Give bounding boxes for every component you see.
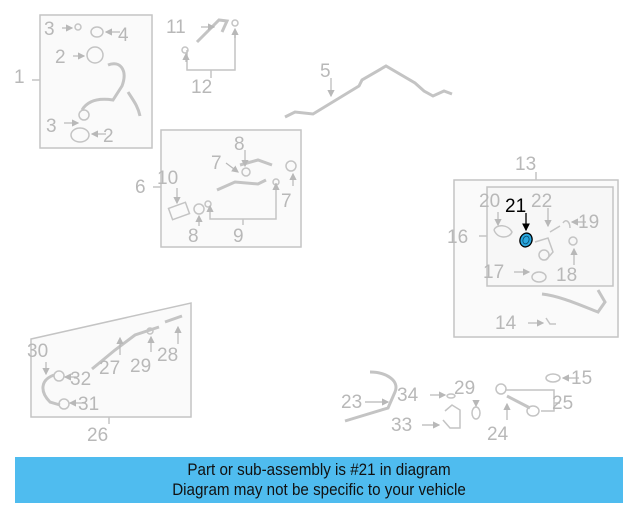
callout-20: 20 [479, 191, 501, 212]
callout-33: 33 [391, 415, 413, 436]
callout-17: 17 [483, 262, 505, 283]
callout-8: 8 [234, 134, 245, 155]
callout-3: 3 [46, 116, 57, 137]
callout-14: 14 [495, 313, 517, 334]
callout-22: 22 [531, 191, 553, 212]
info-banner: Part or sub-assembly is #21 in diagram D… [15, 457, 623, 503]
assembly-box-6 [160, 129, 302, 248]
callout-19: 19 [578, 212, 600, 233]
callout-2: 2 [103, 126, 114, 147]
banner-line-disclaimer: Diagram may not be specific to your vehi… [172, 481, 466, 499]
callout-34: 34 [397, 385, 419, 406]
callout-23: 23 [341, 392, 363, 413]
callout-11: 11 [166, 17, 186, 38]
callout-18: 18 [556, 265, 578, 286]
callout-28: 28 [157, 345, 179, 366]
callout-5: 5 [320, 61, 331, 82]
callout-2: 2 [55, 47, 66, 68]
callout-10: 10 [157, 168, 179, 189]
callout-12: 12 [191, 77, 213, 98]
callout-29: 29 [130, 356, 152, 377]
part-14-hose [541, 289, 607, 314]
callout-3: 3 [44, 19, 55, 40]
callout-27: 27 [99, 358, 121, 379]
callout-13: 13 [515, 154, 537, 175]
callout-8: 8 [188, 226, 199, 247]
callout-16: 16 [447, 227, 469, 248]
assembly-box-26 [30, 302, 192, 418]
callout-26: 26 [87, 425, 109, 446]
callout-9: 9 [233, 226, 244, 247]
callout-1: 1 [14, 67, 25, 88]
callout-25: 25 [552, 393, 574, 414]
callout-6: 6 [135, 177, 146, 198]
callout-31: 31 [78, 394, 100, 415]
callout-7: 7 [211, 153, 222, 174]
callout-30: 30 [27, 341, 49, 362]
callout-15: 15 [571, 368, 593, 389]
callout-24: 24 [487, 424, 509, 445]
callout-32: 32 [70, 369, 92, 390]
callout-7: 7 [281, 191, 292, 212]
callout-29: 29 [454, 378, 476, 399]
callout-21: 21 [505, 196, 527, 217]
assembly-box-1 [39, 14, 153, 149]
part-1-hose [80, 62, 142, 117]
part-5-pipe [284, 64, 453, 119]
callout-4: 4 [118, 25, 129, 46]
part-21-highlighted [519, 213, 533, 248]
banner-line-part-number: Part or sub-assembly is #21 in diagram [187, 461, 451, 479]
